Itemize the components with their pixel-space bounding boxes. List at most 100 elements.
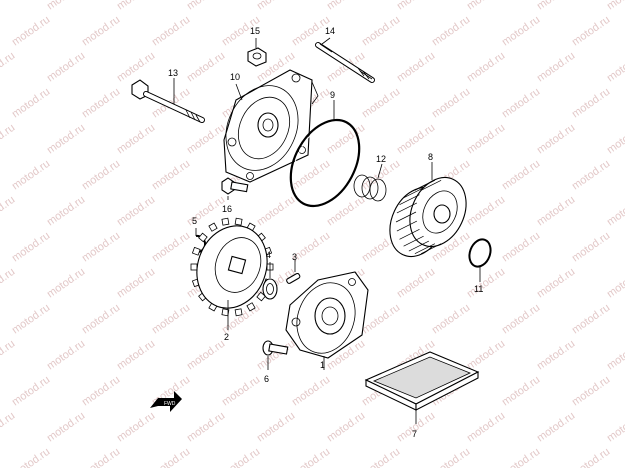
watermark-text: motod.ru — [255, 194, 297, 229]
filter-pleat — [399, 228, 420, 240]
watermark-text: motod.ru — [220, 446, 262, 468]
watermark-text: motod.ru — [80, 14, 122, 49]
watermark-text: motod.ru — [500, 14, 542, 49]
watermark-text: motod.ru — [360, 446, 402, 468]
watermark-text: motod.ru — [430, 14, 472, 49]
watermark-text: motod.ru — [535, 50, 577, 85]
filter-pleat — [403, 235, 424, 247]
watermark-text: motod.ru — [570, 374, 612, 409]
filter-pleat — [414, 243, 436, 254]
watermark-text: motod.ru — [605, 122, 625, 157]
watermark-text: motod.ru — [570, 14, 612, 49]
front-direction-arrow: FWD — [150, 391, 182, 412]
callout-12: 12 — [376, 154, 386, 164]
watermark-text: motod.ru — [255, 0, 297, 12]
watermark-text: motod.ru — [465, 122, 507, 157]
callout-labels: 1 2 3 4 5 6 7 8 9 10 11 12 13 14 15 16 — [168, 26, 483, 439]
watermark-text: motod.ru — [500, 86, 542, 121]
watermark-text: motod.ru — [150, 230, 192, 265]
watermark-text: motod.ru — [290, 374, 332, 409]
fwd-label: FWD — [164, 401, 176, 407]
watermark-text: motod.ru — [45, 338, 87, 373]
filter-pleat — [396, 220, 418, 232]
watermark-text: motod.ru — [500, 302, 542, 337]
watermark-text: motod.ru — [80, 158, 122, 193]
part-1-pump-body — [285, 271, 369, 359]
watermark-text: motod.ru — [535, 266, 577, 301]
part-7-oil-strainer — [364, 351, 480, 411]
watermark-text: motod.ru — [0, 0, 17, 12]
part-2-gear — [190, 217, 274, 317]
watermark-text: motod.ru — [430, 302, 472, 337]
callout-3: 3 — [292, 252, 297, 262]
gear-tooth — [234, 217, 243, 226]
watermark-text: motod.ru — [430, 86, 472, 121]
watermark-text: motod.ru — [535, 0, 577, 12]
watermark-text: motod.ru — [0, 266, 17, 301]
watermark-text: motod.ru — [10, 302, 52, 337]
gear-tooth — [221, 217, 230, 226]
filter-pleat — [403, 187, 424, 199]
part-5-circlip — [195, 234, 207, 253]
watermark-text: motod.ru — [465, 194, 507, 229]
watermark-text: motod.ru — [45, 194, 87, 229]
filter-pleat — [420, 243, 442, 254]
part-15-nut — [247, 47, 267, 67]
part-12-spring — [353, 174, 387, 202]
filter-pleat — [408, 240, 430, 252]
watermark-text: motod.ru — [465, 0, 507, 12]
watermark-text: motod.ru — [185, 0, 227, 12]
watermark-text: motod.ru — [395, 50, 437, 85]
watermark-text: motod.ru — [10, 158, 52, 193]
watermark-text: motod.ru — [45, 266, 87, 301]
callout-16: 16 — [222, 204, 232, 214]
watermark-text: motod.ru — [80, 374, 122, 409]
watermark-text: motod.ru — [150, 158, 192, 193]
callout-13: 13 — [168, 68, 178, 78]
watermark-text: motod.ru — [465, 266, 507, 301]
part-8-oil-filter — [389, 177, 467, 257]
watermark-text: motod.ru — [10, 86, 52, 121]
watermark-text: motod.ru — [605, 266, 625, 301]
watermark-text: motod.ru — [255, 410, 297, 445]
watermark-text: motod.ru — [80, 86, 122, 121]
callout-9: 9 — [330, 90, 335, 100]
gear-tooth — [208, 222, 218, 232]
watermark-text: motod.ru — [360, 14, 402, 49]
watermark-text: motod.ru — [150, 14, 192, 49]
watermark-text: motod.ru — [570, 446, 612, 468]
watermark-text: motod.ru — [605, 50, 625, 85]
watermark-text: motod.ru — [465, 410, 507, 445]
watermark-text: motod.ru — [45, 0, 87, 12]
callout-1: 1 — [320, 360, 325, 370]
callout-11: 11 — [474, 284, 483, 294]
filter-pleat — [399, 194, 420, 206]
part-10-pump-cover — [223, 69, 313, 183]
watermark-text: motod.ru — [0, 410, 17, 445]
watermark-text: motod.ru — [570, 230, 612, 265]
watermark-text: motod.ru — [185, 338, 227, 373]
part-16-bolt — [221, 177, 249, 195]
watermark-text: motod.ru — [500, 446, 542, 468]
watermark-text: motod.ru — [45, 50, 87, 85]
watermark-text: motod.ru — [570, 86, 612, 121]
watermark-text: motod.ru — [185, 410, 227, 445]
filter-pleat — [395, 211, 417, 223]
gear-tooth — [246, 302, 256, 312]
watermark-text: motod.ru — [115, 122, 157, 157]
watermark-text: motod.ru — [325, 122, 367, 157]
watermark-text: motod.ru — [10, 446, 52, 468]
filter-pleats — [395, 180, 442, 254]
watermark-text: motod.ru — [10, 374, 52, 409]
watermark-text: motod.ru — [10, 14, 52, 49]
watermark-text: motod.ru — [360, 86, 402, 121]
callout-5: 5 — [192, 216, 197, 226]
watermark-text: motod.ru — [605, 0, 625, 12]
watermark-text: motod.ru — [185, 122, 227, 157]
part-13-bolt — [131, 79, 205, 123]
leader-lines — [173, 37, 481, 424]
filter-pleat — [420, 180, 442, 191]
watermark-text: motod.ru — [80, 302, 122, 337]
watermark-text: motod.ru — [115, 50, 157, 85]
